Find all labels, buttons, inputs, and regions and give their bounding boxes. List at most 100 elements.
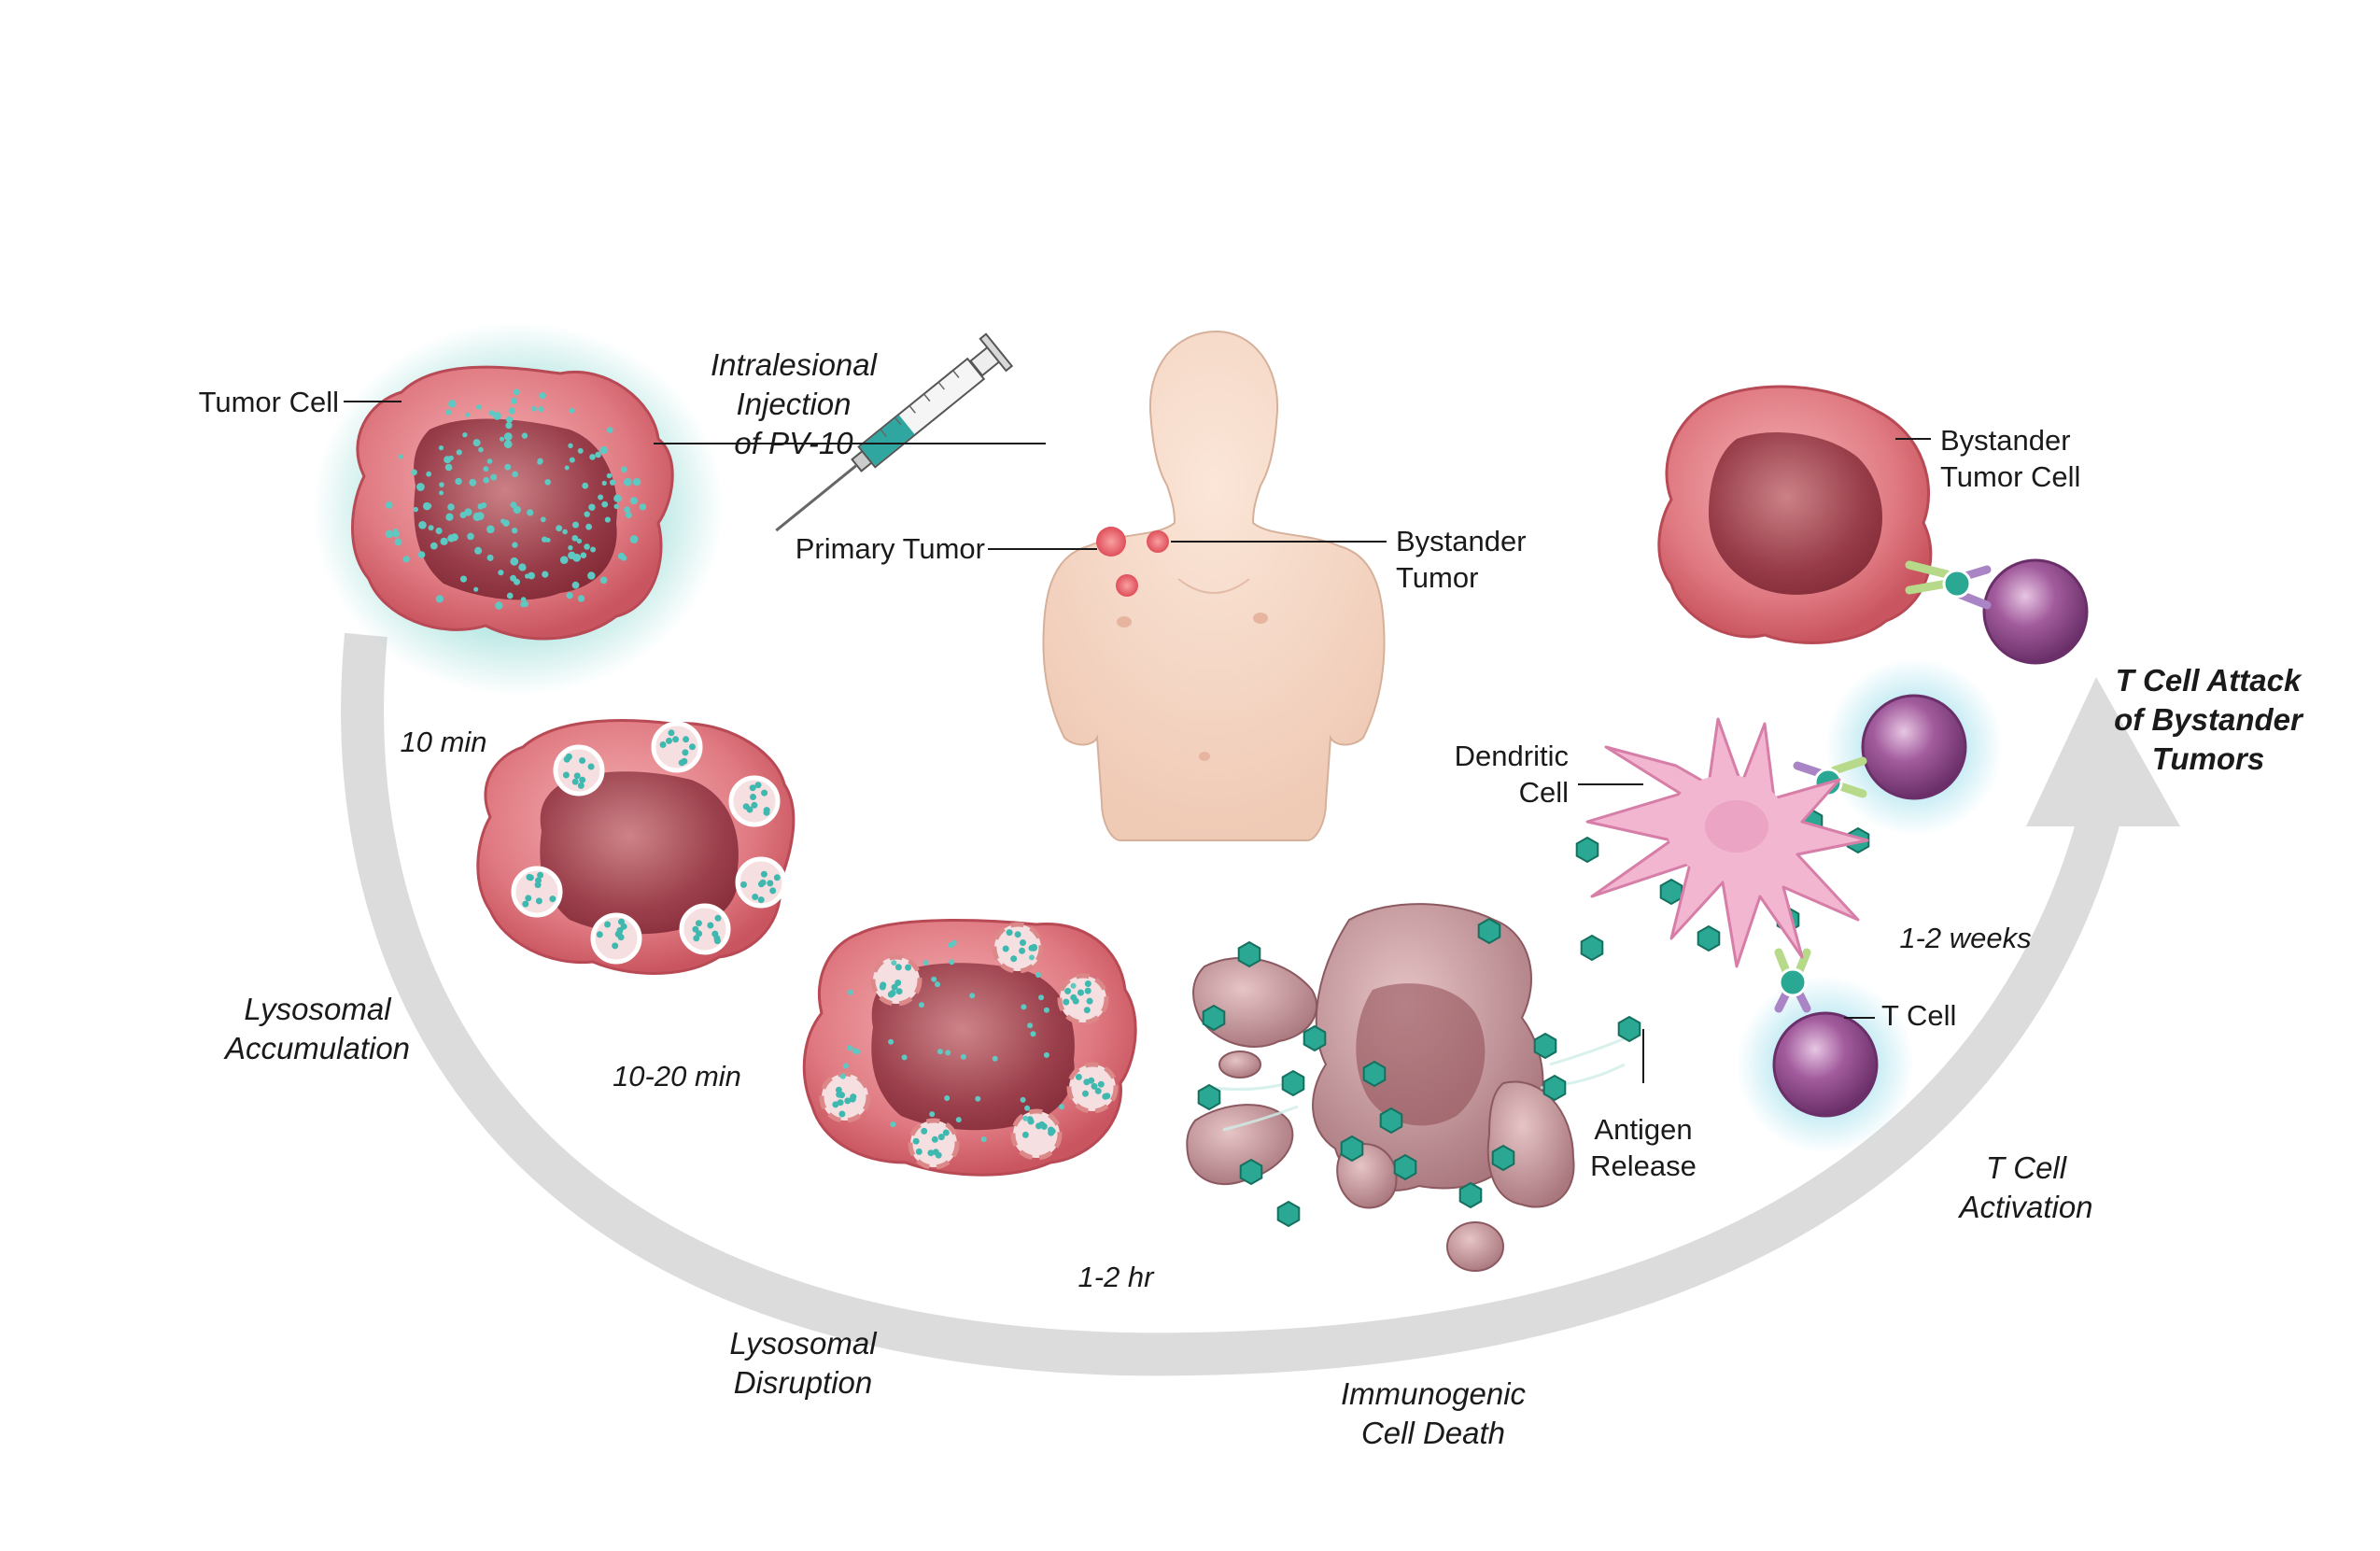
pv10-dot bbox=[613, 503, 619, 509]
syringe-icon bbox=[775, 332, 1014, 532]
pv10-dot bbox=[1027, 1022, 1034, 1029]
pv10-dot bbox=[666, 737, 672, 744]
pv10-dot bbox=[912, 1137, 920, 1145]
antigen-hexagon bbox=[1202, 1004, 1226, 1032]
pv10-dot bbox=[467, 532, 474, 541]
pv10-dot bbox=[757, 881, 765, 888]
pv10-dot bbox=[522, 600, 529, 608]
pv10-dot bbox=[980, 1136, 987, 1143]
pv10-dot bbox=[579, 776, 586, 783]
pv10-dot bbox=[929, 1111, 936, 1118]
label-immunogenic-cell-death: Immunogenic Cell Death bbox=[1340, 1376, 1527, 1450]
pv10-dot bbox=[505, 422, 513, 430]
pv10-dot bbox=[1086, 997, 1093, 1005]
antigen-hexagon bbox=[1575, 836, 1599, 864]
pv10-dot bbox=[1029, 954, 1035, 961]
pv10-dot bbox=[393, 528, 399, 534]
pv10-dot bbox=[1014, 931, 1021, 938]
pv10-dot bbox=[568, 443, 573, 448]
pv10-dot bbox=[932, 1149, 939, 1156]
pv10-dot bbox=[576, 538, 583, 544]
label-intralesional-injection: Intralesional Injection of PV-10 bbox=[711, 347, 877, 460]
pv10-dot bbox=[1059, 1104, 1064, 1110]
pv10-dot bbox=[580, 552, 587, 558]
pv10-dot bbox=[537, 871, 544, 879]
pv10-dot bbox=[931, 1135, 938, 1143]
pv10-dot bbox=[1075, 1073, 1082, 1080]
pv10-dot bbox=[844, 1097, 852, 1105]
pv10-dot bbox=[439, 490, 444, 496]
pv10-dot bbox=[750, 794, 756, 800]
antigen-hexagon bbox=[1617, 1015, 1641, 1043]
pv10-dot bbox=[1070, 982, 1077, 989]
pv10-dot bbox=[416, 483, 425, 491]
pv10-dot bbox=[1038, 994, 1045, 1001]
pv10-dot bbox=[417, 551, 426, 558]
pv10-dot bbox=[1021, 1004, 1027, 1010]
pv10-dot bbox=[1040, 1122, 1048, 1130]
pv10-dot bbox=[754, 782, 762, 789]
pv10-dot bbox=[566, 592, 573, 599]
pv10-dot bbox=[584, 511, 590, 517]
label-dendritic-cell: Dendritic Cell bbox=[1454, 740, 1569, 809]
lysosome bbox=[1010, 1108, 1063, 1161]
pv10-dot bbox=[618, 918, 625, 925]
tumor-cell-lysosomal-disruption bbox=[802, 919, 1137, 1177]
pv10-dot bbox=[503, 440, 513, 449]
pv10-dot bbox=[832, 1101, 839, 1108]
pv10-dot bbox=[500, 518, 506, 524]
pv10-dot bbox=[1030, 1031, 1036, 1037]
pv10-dot bbox=[585, 523, 592, 530]
pv10-dot bbox=[773, 874, 781, 881]
pv10-dot bbox=[577, 447, 584, 454]
pv10-dot bbox=[919, 1002, 924, 1008]
pv10-dot bbox=[465, 412, 471, 417]
pv10-dot bbox=[493, 412, 501, 420]
human-torso bbox=[1042, 330, 1386, 841]
pv10-dot bbox=[1043, 1007, 1049, 1013]
pv10-dot bbox=[490, 473, 498, 481]
pv10-dot bbox=[905, 964, 912, 971]
pv10-dot bbox=[486, 458, 493, 464]
pv10-dot bbox=[960, 1053, 966, 1060]
antigen-hexagon bbox=[1237, 940, 1261, 968]
antigen-hexagon bbox=[1697, 924, 1721, 952]
pv10-dot bbox=[1091, 1082, 1098, 1090]
pv10-dot bbox=[1063, 998, 1070, 1006]
pv10-dot bbox=[564, 465, 570, 471]
pv10-dot bbox=[1021, 1131, 1029, 1138]
pv10-dot bbox=[1019, 947, 1026, 954]
pv10-dot bbox=[942, 1129, 950, 1136]
pv10-dot bbox=[604, 921, 612, 928]
pv10-dot bbox=[476, 404, 482, 410]
leader-lines bbox=[344, 401, 1931, 1083]
pv10-dot bbox=[385, 529, 394, 539]
pv10-dot bbox=[601, 480, 607, 486]
lysosome bbox=[992, 922, 1044, 974]
antigen-hexagon bbox=[1362, 1060, 1387, 1088]
time-10-20-min: 10-20 min bbox=[613, 1060, 741, 1093]
pv10-dot bbox=[761, 789, 768, 797]
pv10-dot bbox=[469, 478, 477, 486]
pv10-dot bbox=[921, 1127, 928, 1135]
pv10-dot bbox=[707, 922, 714, 929]
pv10-dot bbox=[394, 538, 402, 546]
pv10-dot bbox=[445, 513, 454, 521]
pv10-dot bbox=[915, 1148, 922, 1155]
pv10-dot bbox=[668, 729, 675, 737]
pv10-dot bbox=[571, 581, 580, 589]
pv10-dot bbox=[935, 981, 940, 988]
pv10-dot bbox=[540, 516, 546, 523]
pv10-dot bbox=[439, 482, 444, 487]
pv10-dot bbox=[632, 478, 641, 486]
pv10-dot bbox=[1024, 1105, 1031, 1111]
pv10-dot bbox=[623, 477, 632, 486]
pv10-dot bbox=[678, 759, 685, 767]
pv10-dot bbox=[435, 595, 444, 603]
antigen-hexagon bbox=[1533, 1032, 1557, 1060]
antigen-hexagon bbox=[1580, 934, 1604, 962]
pv10-dot bbox=[568, 551, 576, 559]
pv10-dot bbox=[713, 935, 721, 942]
pv10-dot bbox=[587, 571, 596, 580]
pv10-dot bbox=[763, 807, 770, 814]
